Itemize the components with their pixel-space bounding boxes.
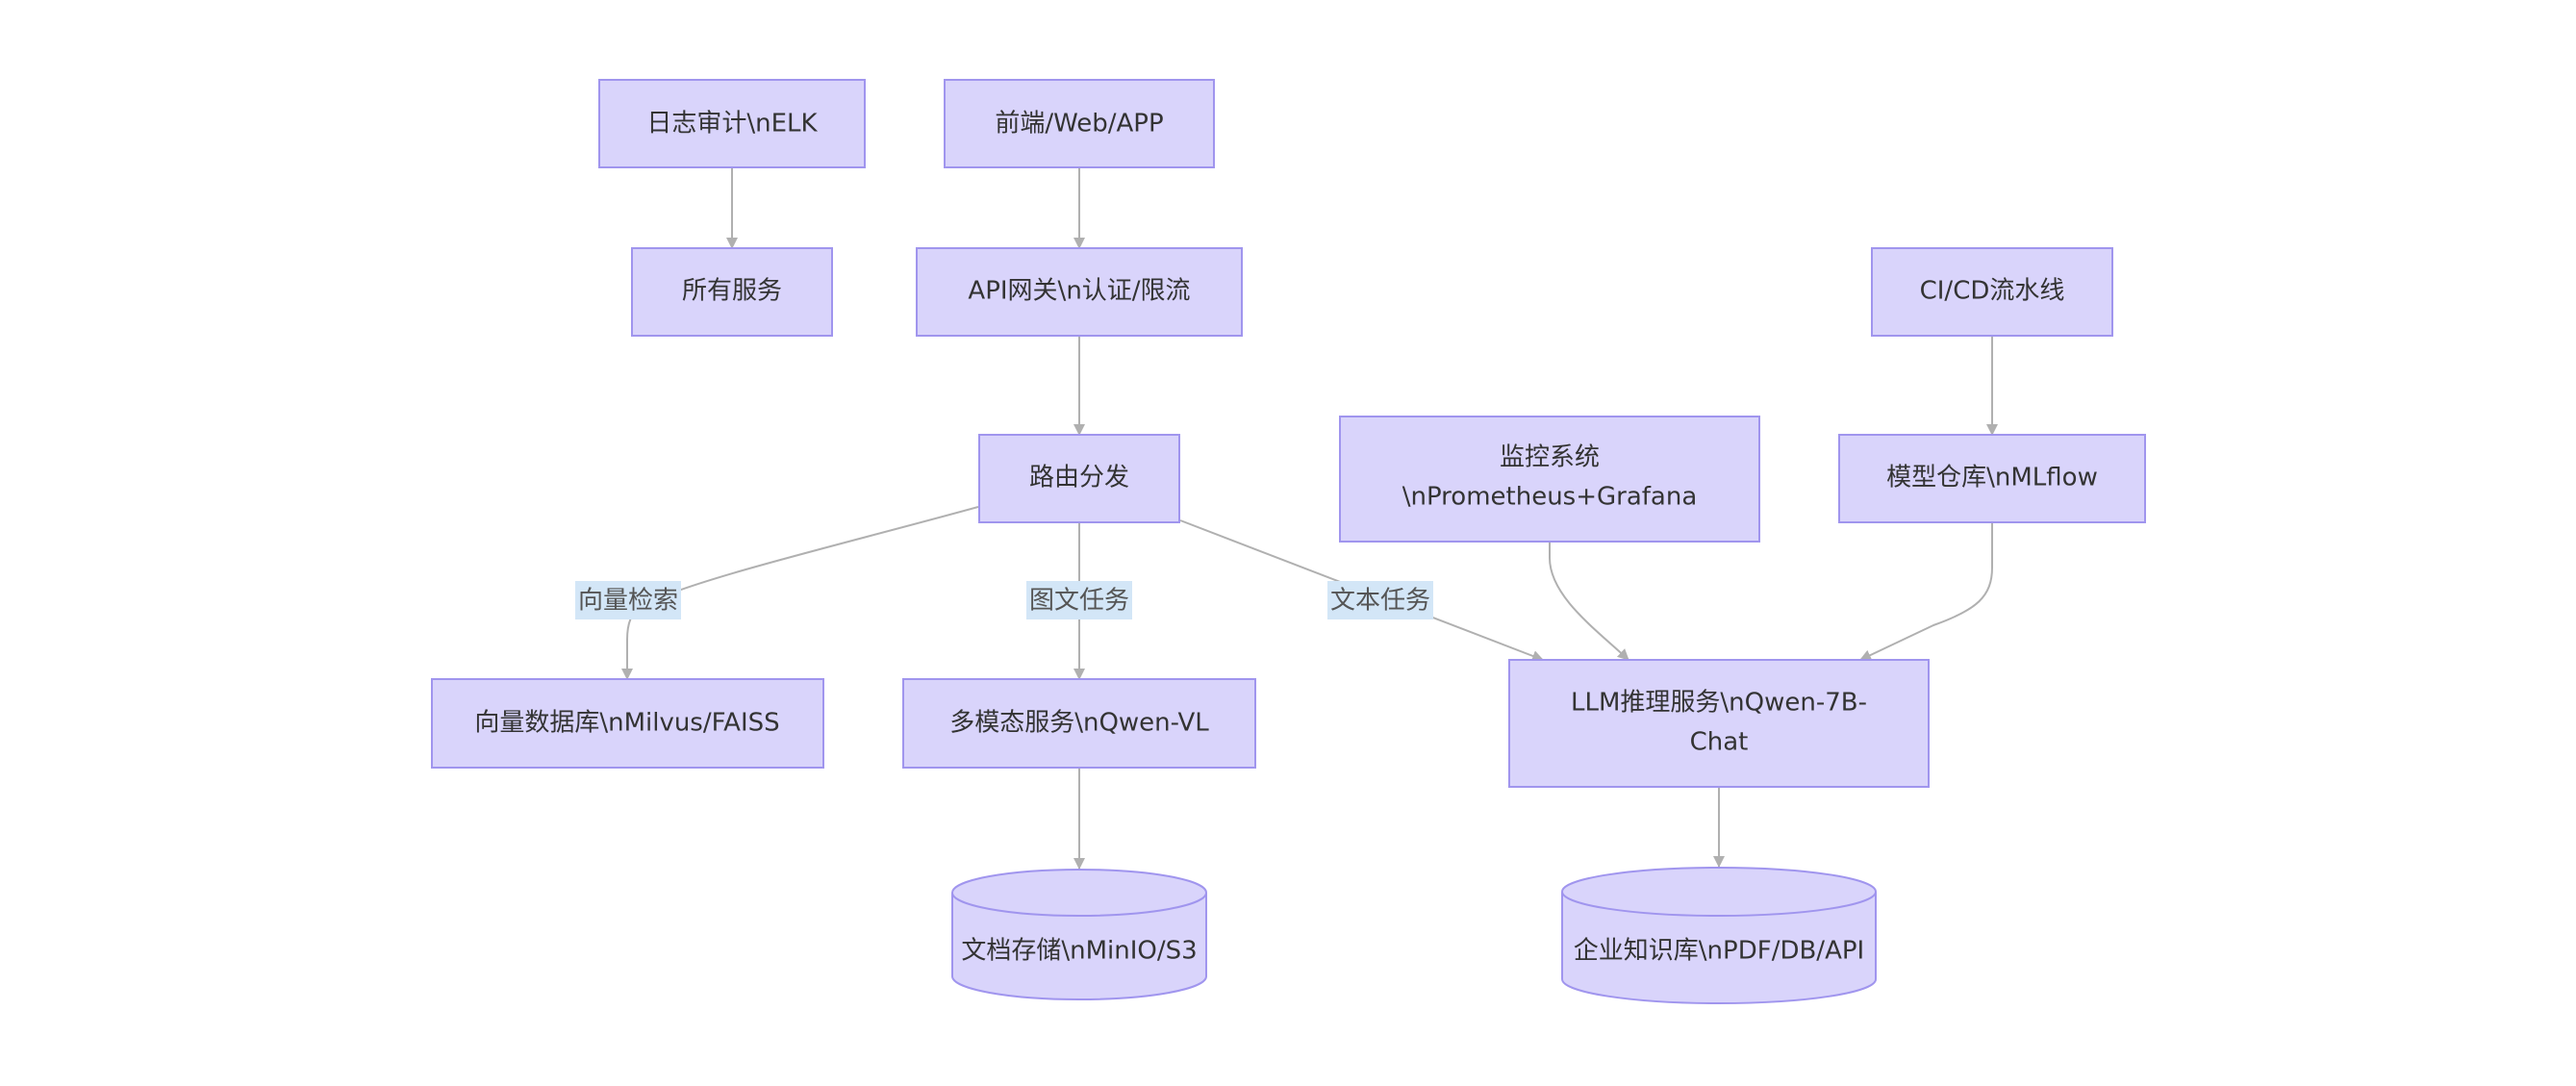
node-all-services-label: 所有服务 — [682, 277, 782, 306]
node-logging-label: 日志审计\nELK — [646, 110, 818, 139]
node-api-gateway-label: API网关\n认证/限流 — [968, 277, 1190, 306]
node-frontend: 前端/Web/APP — [944, 79, 1215, 168]
edge-label-text-task: 文本任务 — [1327, 581, 1433, 619]
node-cicd-label: CI/CD流水线 — [1920, 277, 2065, 306]
node-doc-storage: 文档存储\nMinIO/S3 — [951, 869, 1207, 1000]
edge-label-vector-search-text: 向量检索 — [578, 587, 678, 616]
node-multimodal-label: 多模态服务\nQwen-VL — [949, 709, 1209, 738]
node-vector-db-label: 向量数据库\nMilvus/FAISS — [474, 709, 779, 738]
node-model-repo: 模型仓库\nMLflow — [1838, 434, 2146, 523]
node-model-repo-label: 模型仓库\nMLflow — [1886, 464, 2098, 492]
edge-label-image-text-task-text: 图文任务 — [1029, 587, 1129, 616]
node-llm-inference-label-line1: LLM推理服务\nQwen-7B- — [1571, 689, 1867, 718]
edge-label-text-task-text: 文本任务 — [1330, 587, 1430, 616]
edge-model-repo-to-llm — [1859, 522, 1993, 661]
edge-router-to-vector-db — [621, 506, 979, 680]
node-knowledge-base: 企业知识库\nPDF/DB/API — [1561, 867, 1877, 1004]
node-api-gateway: API网关\n认证/限流 — [916, 247, 1243, 337]
node-logging: 日志审计\nELK — [598, 79, 866, 168]
node-vector-db: 向量数据库\nMilvus/FAISS — [431, 678, 824, 769]
edge-label-vector-search: 向量检索 — [575, 581, 681, 619]
node-llm-inference-label-line2: Chat — [1690, 728, 1749, 757]
node-router: 路由分发 — [978, 434, 1180, 523]
node-frontend-label: 前端/Web/APP — [995, 110, 1163, 139]
edge-label-image-text-task: 图文任务 — [1026, 581, 1132, 619]
node-monitoring: 监控系统 \nPrometheus+Grafana — [1339, 416, 1760, 543]
node-monitoring-label-line2: \nPrometheus+Grafana — [1402, 483, 1698, 512]
node-knowledge-base-label: 企业知识库\nPDF/DB/API — [1574, 937, 1864, 966]
node-llm-inference: LLM推理服务\nQwen-7B- Chat — [1508, 659, 1930, 788]
node-multimodal: 多模态服务\nQwen-VL — [902, 678, 1256, 769]
node-cicd: CI/CD流水线 — [1871, 247, 2113, 337]
node-all-services: 所有服务 — [631, 247, 833, 337]
node-monitoring-label-line1: 监控系统 — [1500, 443, 1600, 472]
edge-monitoring-to-llm — [1549, 542, 1629, 661]
node-router-label: 路由分发 — [1029, 464, 1129, 492]
node-doc-storage-label: 文档存储\nMinIO/S3 — [961, 937, 1197, 966]
